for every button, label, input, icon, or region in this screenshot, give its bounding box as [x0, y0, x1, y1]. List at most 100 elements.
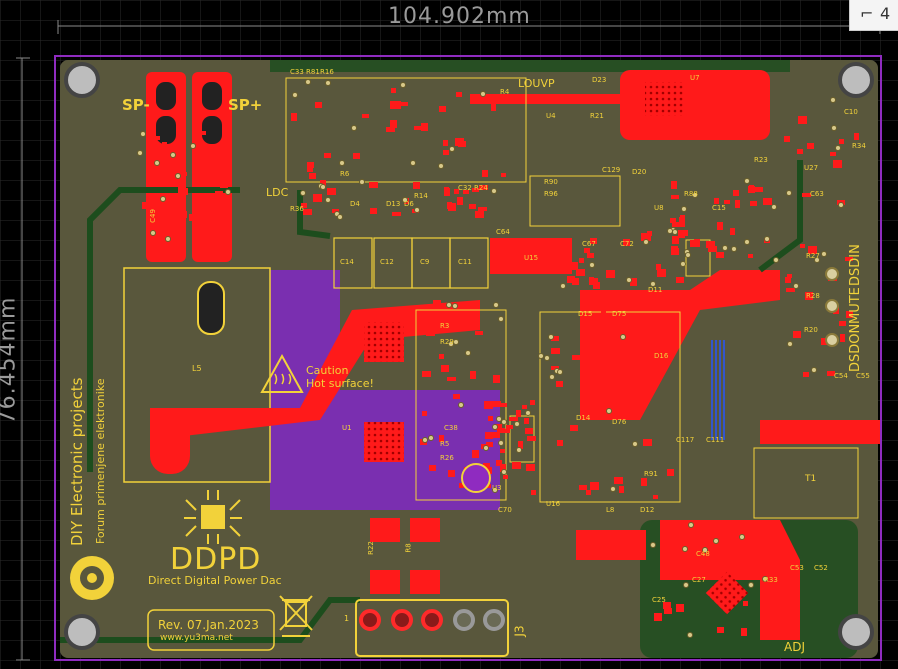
smd-pad[interactable] [429, 465, 436, 471]
smd-pad[interactable] [641, 478, 647, 486]
smd-pad[interactable] [593, 282, 600, 289]
test-points[interactable] [825, 267, 839, 347]
smd-pad[interactable] [501, 429, 510, 433]
smd-pad[interactable] [369, 182, 378, 188]
smd-pad[interactable] [501, 173, 506, 177]
smd-pad[interactable] [663, 602, 671, 609]
smd-pad[interactable] [189, 214, 198, 221]
smd-pad[interactable] [663, 555, 672, 562]
smd-pad[interactable] [527, 436, 536, 441]
smd-pad[interactable] [766, 568, 775, 574]
smd-pad[interactable] [821, 338, 827, 345]
smd-pad[interactable] [433, 300, 441, 304]
smd-pad[interactable] [583, 339, 589, 344]
smd-pad[interactable] [572, 355, 581, 360]
smd-pad[interactable] [619, 486, 624, 493]
smd-pad[interactable] [854, 133, 859, 140]
smd-pad[interactable] [488, 416, 493, 421]
smd-pad[interactable] [590, 482, 599, 490]
smd-pad[interactable] [646, 236, 651, 241]
smd-pad[interactable] [614, 477, 623, 484]
smd-pad[interactable] [448, 470, 455, 477]
smd-pad[interactable] [691, 537, 700, 543]
smd-pad[interactable] [784, 136, 790, 142]
smd-pad[interactable] [443, 140, 448, 146]
smd-pad[interactable] [370, 208, 377, 214]
smd-pad[interactable] [214, 177, 219, 184]
smd-pad[interactable] [478, 207, 487, 211]
smd-pad[interactable] [678, 230, 685, 238]
smd-pad[interactable] [530, 400, 535, 405]
smd-pad[interactable] [673, 540, 680, 548]
smd-pad[interactable] [557, 440, 563, 446]
smd-pad[interactable] [457, 197, 463, 205]
smd-pad[interactable] [647, 231, 652, 236]
smd-pads[interactable] [142, 88, 859, 636]
smd-pad[interactable] [453, 320, 461, 324]
smd-pad[interactable] [307, 162, 314, 168]
smd-pad[interactable] [463, 190, 469, 194]
smd-pad[interactable] [443, 150, 449, 155]
smd-pad[interactable] [846, 311, 853, 318]
smd-pad[interactable] [324, 153, 331, 158]
smd-pad[interactable] [735, 200, 740, 208]
smd-pad[interactable] [516, 410, 521, 417]
smd-pad[interactable] [748, 535, 756, 542]
smd-pad[interactable] [448, 207, 456, 211]
smd-pad[interactable] [196, 194, 205, 199]
smd-pad[interactable] [623, 321, 628, 326]
smd-pad[interactable] [694, 239, 700, 247]
smd-pad[interactable] [786, 288, 795, 292]
smd-pad[interactable] [748, 186, 755, 193]
smd-pad[interactable] [479, 185, 488, 190]
smd-pad[interactable] [785, 277, 791, 283]
smd-pad[interactable] [166, 215, 171, 223]
smd-pad[interactable] [482, 170, 488, 177]
smd-pad[interactable] [390, 120, 397, 128]
smd-pad[interactable] [667, 469, 674, 476]
smd-pad[interactable] [641, 233, 648, 241]
smd-pad[interactable] [169, 201, 174, 209]
smd-pad[interactable] [491, 104, 496, 111]
smd-pad[interactable] [750, 201, 757, 206]
electrolytic-cap[interactable] [461, 463, 491, 493]
smd-pad[interactable] [155, 136, 160, 140]
smd-pad[interactable] [827, 371, 835, 376]
smd-pad[interactable] [503, 475, 508, 479]
smd-pad[interactable] [518, 441, 523, 449]
smd-pad[interactable] [653, 495, 658, 499]
smd-pad[interactable] [470, 371, 476, 379]
smd-pad[interactable] [671, 195, 679, 199]
smd-pad[interactable] [198, 131, 206, 135]
cap-bank[interactable] [333, 237, 489, 289]
smd-pad[interactable] [770, 553, 777, 557]
smd-pad[interactable] [178, 211, 187, 218]
smd-pad[interactable] [586, 490, 591, 495]
smd-pad[interactable] [332, 209, 339, 213]
smd-pad[interactable] [734, 559, 739, 564]
smd-pad[interactable] [570, 262, 578, 270]
smd-pad[interactable] [301, 203, 307, 208]
smd-pad[interactable] [441, 365, 449, 372]
smd-pad[interactable] [717, 627, 724, 633]
smd-pad[interactable] [579, 258, 584, 263]
smd-pad[interactable] [845, 257, 853, 261]
smd-pad[interactable] [421, 123, 428, 131]
smd-pad[interactable] [610, 319, 619, 326]
smd-pad[interactable] [456, 92, 462, 97]
smd-pad[interactable] [741, 628, 747, 636]
smd-pad[interactable] [609, 406, 618, 413]
smd-pad[interactable] [472, 450, 479, 458]
smd-pad[interactable] [672, 222, 680, 227]
smd-pad[interactable] [679, 217, 685, 224]
smd-pad[interactable] [748, 254, 753, 258]
smd-pad[interactable] [708, 246, 717, 252]
smd-pad[interactable] [500, 403, 507, 407]
smd-pad[interactable] [327, 188, 336, 195]
smd-pad[interactable] [787, 274, 792, 278]
smd-pad[interactable] [475, 211, 484, 218]
smd-pad[interactable] [803, 372, 809, 377]
smd-pad[interactable] [657, 269, 666, 277]
smd-pad[interactable] [556, 381, 563, 387]
smd-pad[interactable] [551, 366, 559, 370]
